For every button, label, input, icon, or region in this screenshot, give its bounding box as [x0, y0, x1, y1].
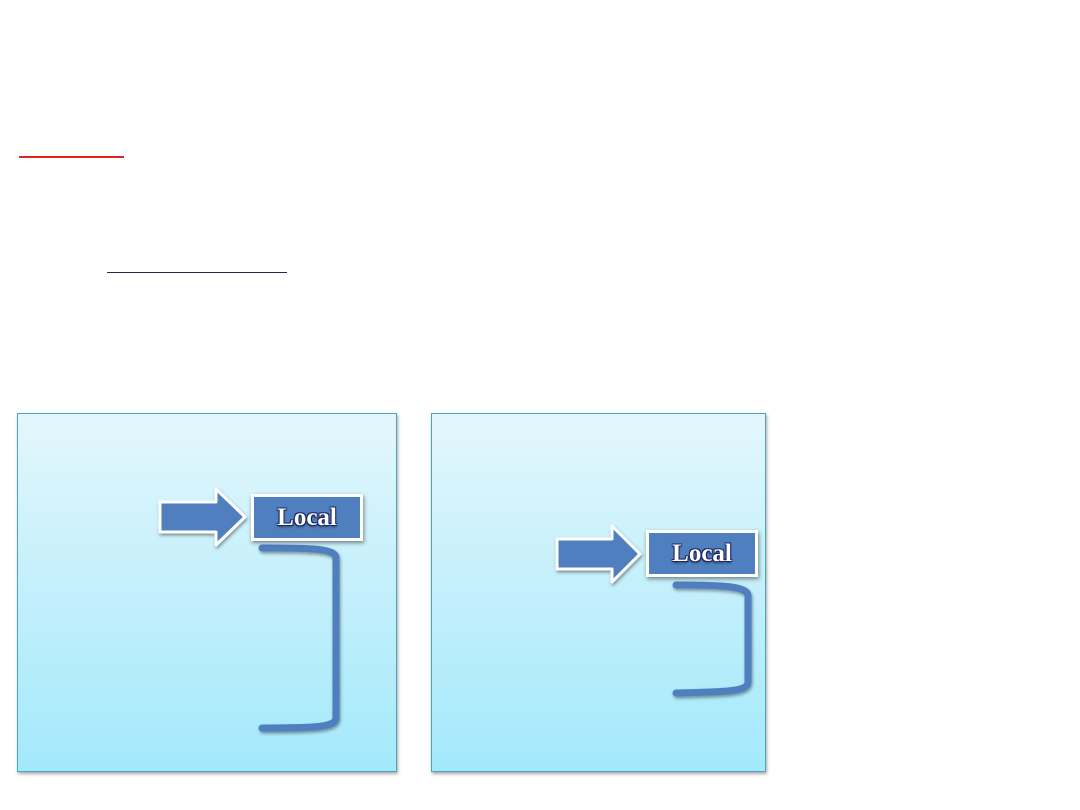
local-label: Local — [251, 494, 363, 541]
panel-right-shapes — [555, 524, 752, 697]
title-underline — [19, 156, 124, 158]
panel-left-shapes — [158, 487, 340, 732]
bracket-icon — [258, 544, 340, 732]
right-arrow-icon — [158, 487, 247, 547]
bracket-icon — [672, 581, 752, 697]
local-label: Local — [646, 530, 758, 577]
diagram-panel-right: Local — [431, 413, 766, 772]
diagram-panel-left: Local — [17, 413, 397, 772]
right-arrow-icon — [555, 524, 642, 584]
subtitle-underline — [107, 272, 287, 273]
